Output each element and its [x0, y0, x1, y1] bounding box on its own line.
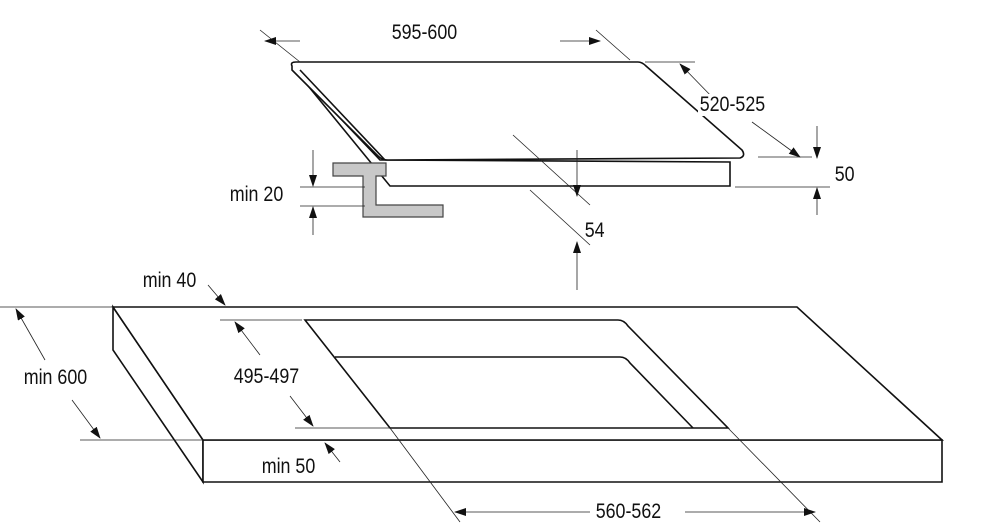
- worktop: [111, 304, 945, 485]
- hob-height-label: 50: [833, 163, 857, 186]
- hob-clearance-label: 54: [584, 219, 605, 242]
- cutout-depth-label: 495-497: [232, 365, 301, 388]
- hob-depth-label: 520-525: [698, 93, 767, 116]
- hob: [290, 61, 745, 218]
- mounting-bracket: [332, 162, 444, 218]
- cutout-width-label: 560-562: [594, 500, 663, 523]
- worktop-dimensions: [0, 284, 821, 523]
- cutout-outer: [303, 319, 730, 429]
- hob-width-label: 595-600: [390, 21, 459, 44]
- worktop-depth-label: min 600: [22, 366, 89, 389]
- back-margin-label: min 40: [142, 269, 197, 292]
- cutout-inner: [335, 356, 694, 429]
- front-margin-label: min 50: [261, 455, 316, 478]
- hob-glass-top: [290, 61, 745, 161]
- bracket-label: min 20: [229, 183, 284, 206]
